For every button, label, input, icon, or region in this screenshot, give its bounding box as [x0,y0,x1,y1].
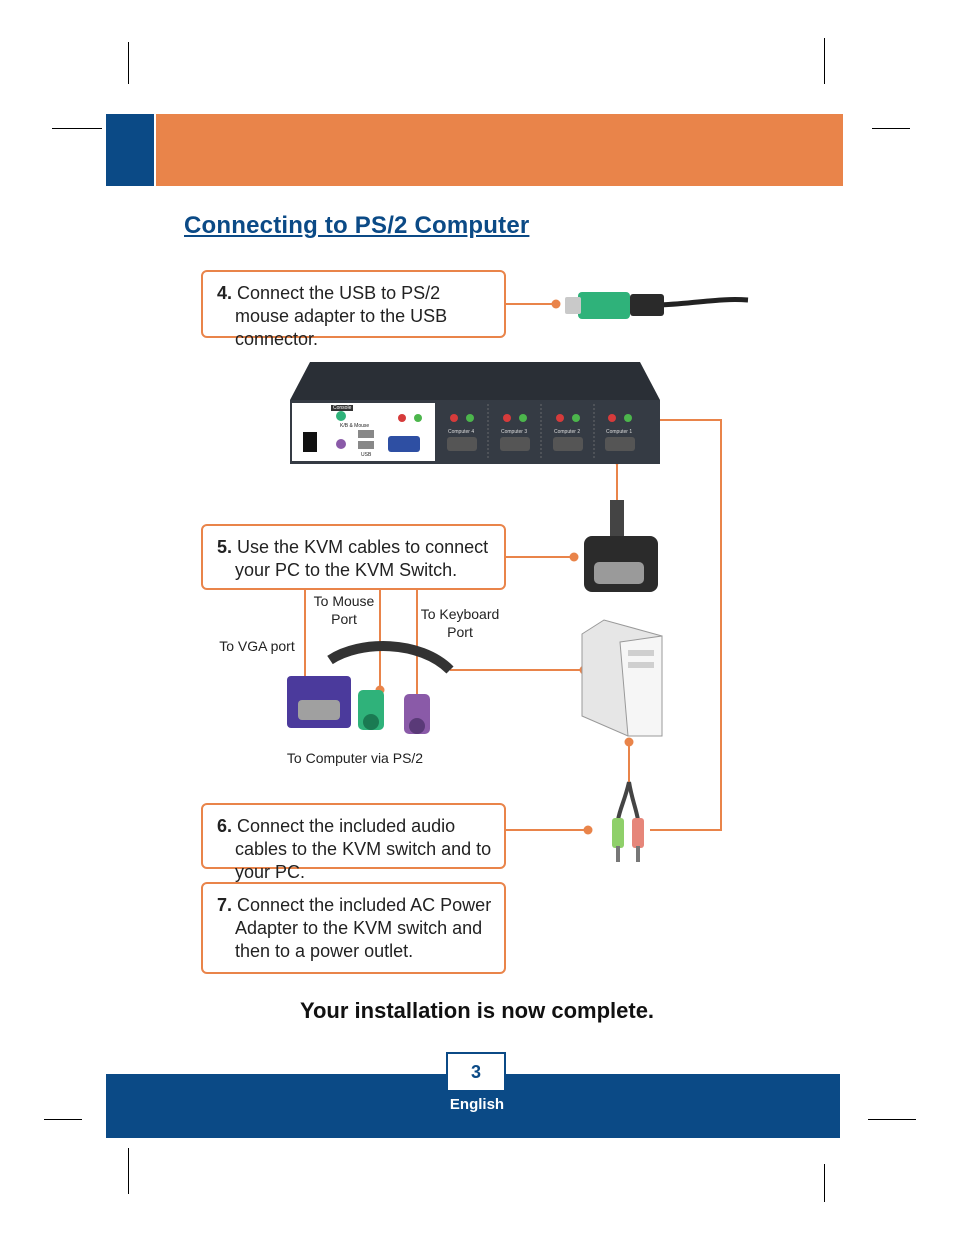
section-title: Connecting to PS/2 Computer [184,212,530,239]
crop-mark [868,1119,916,1120]
kvm-port-label: Computer 3 [501,429,528,435]
step-text: Use the KVM cables to connect your PC to… [235,537,489,580]
kvm-cable-bundle [287,641,454,734]
step-number: 7. [217,895,233,915]
step-5-box: 5. Use the KVM cables to connect your PC… [201,524,506,590]
crop-mark [128,1148,129,1194]
crop-mark [44,1119,82,1120]
audio-cables [612,781,644,862]
vga-connector [584,500,658,592]
label-to-computer-ps2: To Computer via PS/2 [286,750,424,766]
usb-ps2-adapter [565,292,749,319]
completion-message: Your installation is now complete. [299,998,655,1023]
step-4-box: 4. Connect the USB to PS/2 mouse adapter… [201,270,506,349]
label-to-vga-port: To VGA port [219,638,295,654]
footer-language: English [449,1096,505,1113]
step-text: Connect the included AC Power Adapter to… [235,895,492,961]
kvm-port-label: Computer 4 [448,429,475,435]
step-7-box: 7. Connect the included AC Power Adapter… [201,882,506,974]
kvm-port-label: Computer 1 [606,429,633,435]
crop-mark [52,128,102,129]
step-number: 6. [217,816,233,836]
kvm-port-label: Computer 2 [554,429,581,435]
label-to-keyboard-port: To Keyboard Port [420,606,500,640]
label-to-mouse-port: To Mouse Port [313,593,375,627]
kvm-switch [290,362,660,464]
kvm-label-usb: USB [361,452,372,458]
pc-tower [581,619,663,737]
step-text: Connect the USB to PS/2 mouse adapter to… [235,283,448,349]
step-number: 5. [217,537,233,557]
kvm-label-console: Console [331,405,354,411]
header-orange-band [156,114,843,186]
step-number: 4. [217,283,233,303]
page-number: 3 [446,1052,506,1092]
kvm-label-kb-mouse: K/B & Mouse [340,423,370,429]
step-6-box: 6. Connect the included audio cables to … [201,803,506,882]
crop-mark [128,42,129,84]
crop-mark [824,38,825,84]
crop-mark [824,1164,825,1202]
step-text: Connect the included audio cables to the… [235,816,492,882]
header-blue-block [106,114,154,186]
crop-mark [872,128,910,129]
